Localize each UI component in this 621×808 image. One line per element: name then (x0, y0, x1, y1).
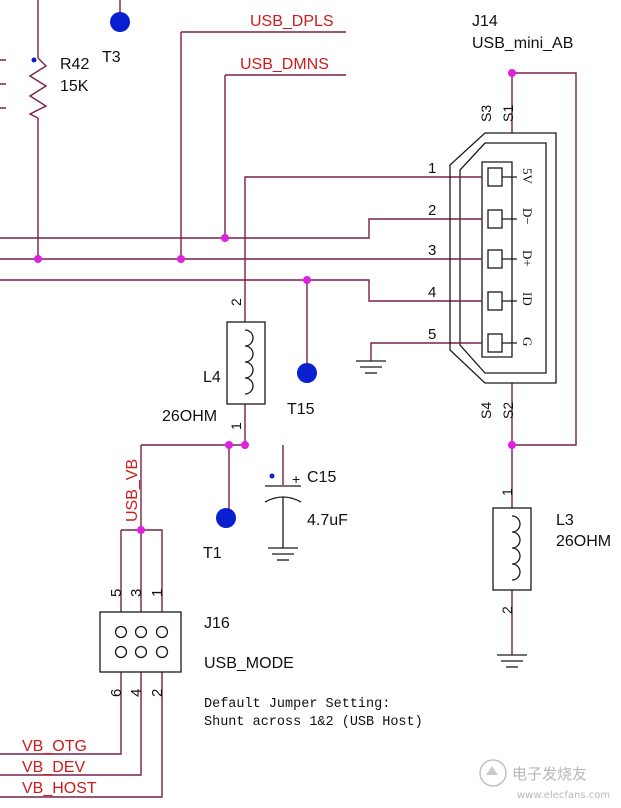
test-point-t1: T1 (203, 508, 236, 562)
l3-pin-bottom: 2 (499, 606, 515, 614)
j14-shield-s2: S2 (500, 402, 516, 419)
net-label-vb-dev: VB_DEV (22, 759, 85, 776)
j14-shield-s4: S4 (478, 402, 494, 419)
j14-pin-name-dp: D+ (520, 250, 535, 267)
test-point-t3: T3 (102, 12, 130, 66)
c15-ref: C15 (307, 469, 336, 486)
r42-value: 15K (60, 78, 89, 95)
j16-pin-4: 4 (128, 689, 145, 697)
header-j16: 5 3 1 6 4 2 J16 USB_MODE (99, 589, 294, 697)
j16-value: USB_MODE (204, 655, 294, 672)
junction-dots (34, 69, 516, 534)
c15-plus: + (292, 471, 300, 487)
t1-ref: T1 (203, 545, 222, 562)
t3-ref: T3 (102, 49, 121, 66)
net-label-usb-dmns: USB_DMNS (240, 56, 329, 73)
net-label-usb-vb: USB_VB (124, 459, 141, 522)
j16-pin-3: 3 (128, 589, 145, 597)
inductor-l4: 2 1 L4 26OHM (162, 298, 266, 430)
j14-pin-1: 1 (428, 160, 436, 177)
j14-pin-4: 4 (428, 284, 436, 301)
j14-shield-s1: S1 (500, 105, 516, 122)
j14-pin-name-id: ID (520, 292, 535, 306)
connector-j14: J14 USB_mini_AB S3 S1 S4 S2 1 2 3 4 5 5V… (428, 13, 573, 419)
j16-pin-6: 6 (108, 689, 125, 697)
ground-symbol-pin5 (356, 360, 386, 374)
j14-pin-3: 3 (428, 242, 436, 259)
watermark: 电子发烧友 www.elecfans.com (479, 759, 610, 801)
j14-value: USB_mini_AB (472, 35, 573, 52)
j14-pin-5: 5 (428, 326, 436, 343)
l3-pin-top: 1 (499, 488, 515, 496)
watermark-url: www.elecfans.com (517, 790, 610, 801)
j14-pin-2: 2 (428, 202, 436, 219)
watermark-text: 电子发烧友 (512, 765, 587, 783)
l4-ref: L4 (203, 369, 221, 386)
l4-pin-bottom: 1 (228, 422, 244, 430)
net-label-usb-dpls: USB_DPLS (250, 13, 334, 30)
test-point-t15: T15 (287, 363, 317, 418)
l4-value: 26OHM (162, 408, 217, 425)
capacitor-c15: + C15 4.7uF (264, 469, 348, 561)
c15-value: 4.7uF (307, 512, 348, 529)
l3-ref: L3 (556, 512, 574, 529)
j14-pin-name-5v: 5V (520, 168, 535, 185)
j14-ref: J14 (472, 13, 498, 30)
jumper-note-line1: Default Jumper Setting: (204, 697, 390, 712)
j14-shield-s3: S3 (478, 105, 494, 122)
j14-pin-name-dm: D− (520, 208, 535, 225)
inductor-l3: 1 2 L3 26OHM (492, 488, 611, 668)
net-label-vb-host: VB_HOST (22, 780, 97, 797)
r42-ref: R42 (60, 56, 89, 73)
j16-pin-1: 1 (149, 589, 166, 597)
t15-ref: T15 (287, 401, 315, 418)
l4-pin-top: 2 (228, 298, 244, 306)
j16-pin-5: 5 (108, 589, 125, 597)
l3-value: 26OHM (556, 533, 611, 550)
jumper-note-line2: Shunt across 1&2 (USB Host) (204, 715, 423, 730)
j16-pin-2: 2 (149, 689, 166, 697)
j14-pin-name-g: G (520, 337, 535, 346)
net-label-vb-otg: VB_OTG (22, 738, 87, 755)
j16-ref: J16 (204, 615, 230, 632)
resistor-r42: R42 15K (28, 56, 89, 119)
